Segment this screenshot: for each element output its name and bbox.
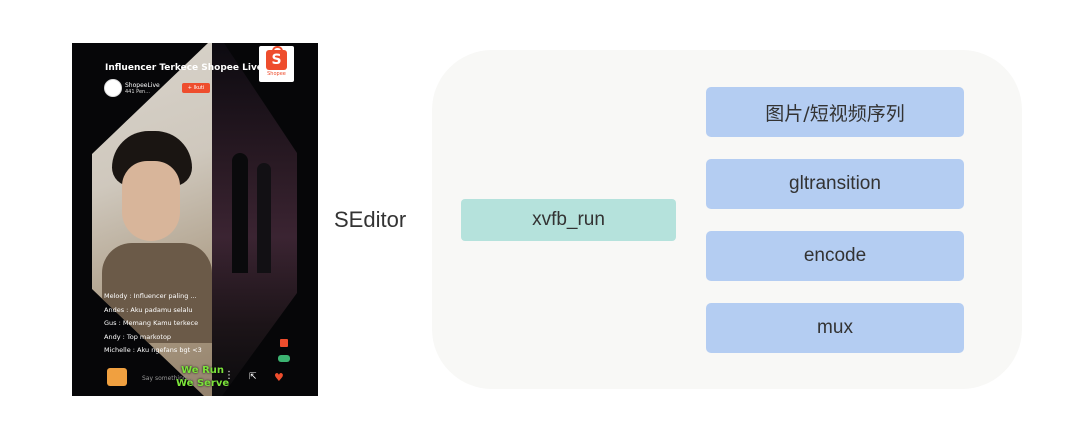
chat-message: Melody : Influencer paling ... [104,292,197,300]
viewer-count: 441 Pen... [125,88,150,95]
chat-message: Gus : Memang Kamu terkece [104,319,199,327]
silhouette-figure [232,153,248,273]
more-icon[interactable]: ⋮ [224,370,234,381]
chat-message: Andy : Top markotop [104,332,172,341]
step-gltransition: gltransition [706,159,964,209]
host-info: ShopeeLive 441 Pen... [104,79,160,97]
share-icon[interactable]: ⇱ [249,372,257,382]
step-image-video-sequence: 图片/短视频序列 [706,87,964,137]
silhouette-figure [257,163,271,273]
shopee-logo-word: Shopee [267,71,286,77]
host-name: ShopeeLive [125,81,160,89]
shopee-logo: S Shopee [259,46,294,82]
watermark-line: We Run [181,365,225,376]
gift-icon[interactable] [280,339,288,347]
portrait-face [122,161,180,241]
watermark: We Run We Serve [176,364,229,390]
avatar[interactable] [104,79,122,97]
follow-button[interactable]: + Ikuti [182,83,210,93]
comment-input[interactable]: Say something... [142,375,193,382]
step-encode: encode [706,231,964,281]
stream-title: Influencer Terkece Shopee Live [105,63,263,73]
seditor-label: SEditor [334,207,407,232]
live-stream-screenshot: Influencer Terkece Shopee Live S Shopee … [72,43,318,396]
step-mux: mux [706,303,964,353]
chat-message: Andes : Aku padamu selalu [104,305,193,314]
watermark-line: We Serve [176,378,230,389]
shopping-bag-icon[interactable] [107,368,127,386]
chat-list: Melody : Influencer paling ... Andes : A… [104,290,202,358]
shopee-bag-icon: S [266,46,287,70]
chat-message: Michelle : Aku ngefans bgt <3 [104,346,202,354]
chat-bubble-icon[interactable] [278,355,290,362]
heart-icon[interactable]: ♥ [274,371,284,384]
xvfb-run-node: xvfb_run [461,199,676,241]
